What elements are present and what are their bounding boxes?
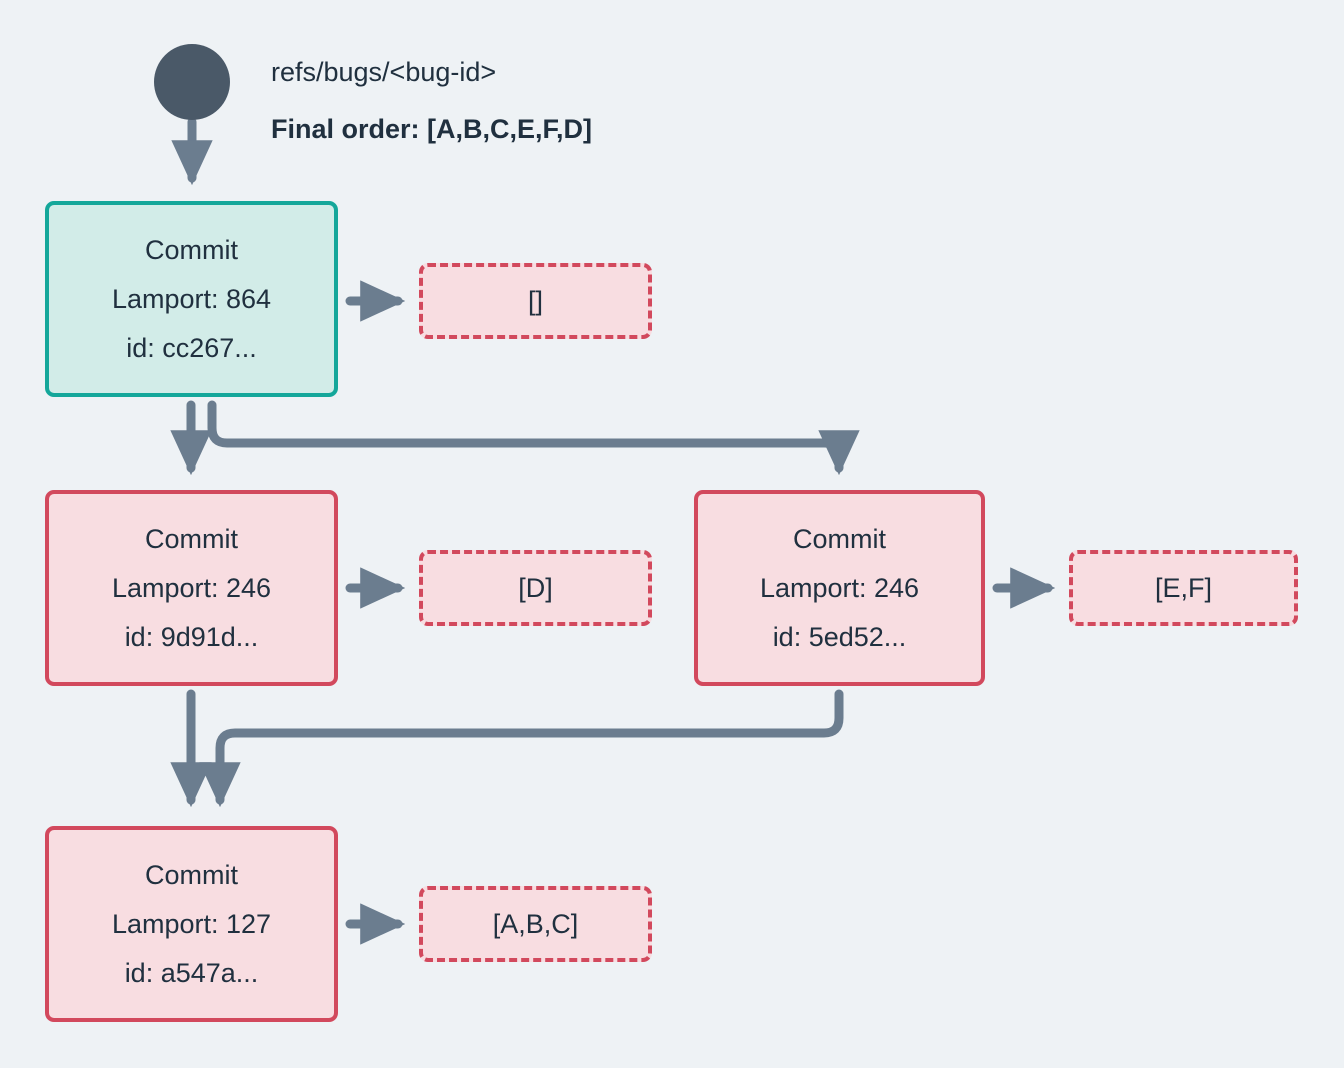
commit-lamport: Lamport: 246 [111, 572, 272, 603]
operations-label: [] [527, 285, 543, 316]
commit-title: Commit [145, 523, 238, 554]
final-order-label: Final order: [A,B,C,E,F,D] [271, 114, 593, 144]
operations-box-9d91d[interactable]: [D] [419, 550, 652, 626]
operations-box-cc267[interactable]: [] [419, 263, 652, 339]
operations-label: [E,F] [1154, 572, 1212, 603]
commit-id: id: a547a... [124, 957, 259, 988]
commit-lamport: Lamport: 864 [111, 283, 272, 314]
operations-label: [A,B,C] [492, 908, 579, 939]
commit-lamport: Lamport: 127 [111, 908, 272, 939]
edge-5ed52-to-a547a [199, 689, 844, 808]
commit-title: Commit [145, 234, 238, 265]
commit-title: Commit [793, 523, 886, 554]
commit-id: id: cc267... [126, 332, 257, 363]
commit-node-cc267[interactable]: Commit Lamport: 864 id: cc267... [45, 201, 338, 397]
ref-path-label: refs/bugs/<bug-id> [271, 57, 497, 87]
operations-box-a547a[interactable]: [A,B,C] [419, 886, 652, 962]
commit-node-a547a[interactable]: Commit Lamport: 127 id: a547a... [45, 826, 338, 1022]
commit-id: id: 5ed52... [772, 621, 907, 652]
commit-node-9d91d[interactable]: Commit Lamport: 246 id: 9d91d... [45, 490, 338, 686]
commit-id: id: 9d91d... [124, 621, 259, 652]
operations-box-5ed52[interactable]: [E,F] [1069, 550, 1298, 626]
operations-label: [D] [518, 572, 553, 603]
edge-cc267-to-5ed52 [207, 400, 860, 476]
commit-title: Commit [145, 859, 238, 890]
root-ref-node[interactable] [154, 44, 230, 120]
commit-node-5ed52[interactable]: Commit Lamport: 246 id: 5ed52... [694, 490, 985, 686]
commit-lamport: Lamport: 246 [759, 572, 920, 603]
